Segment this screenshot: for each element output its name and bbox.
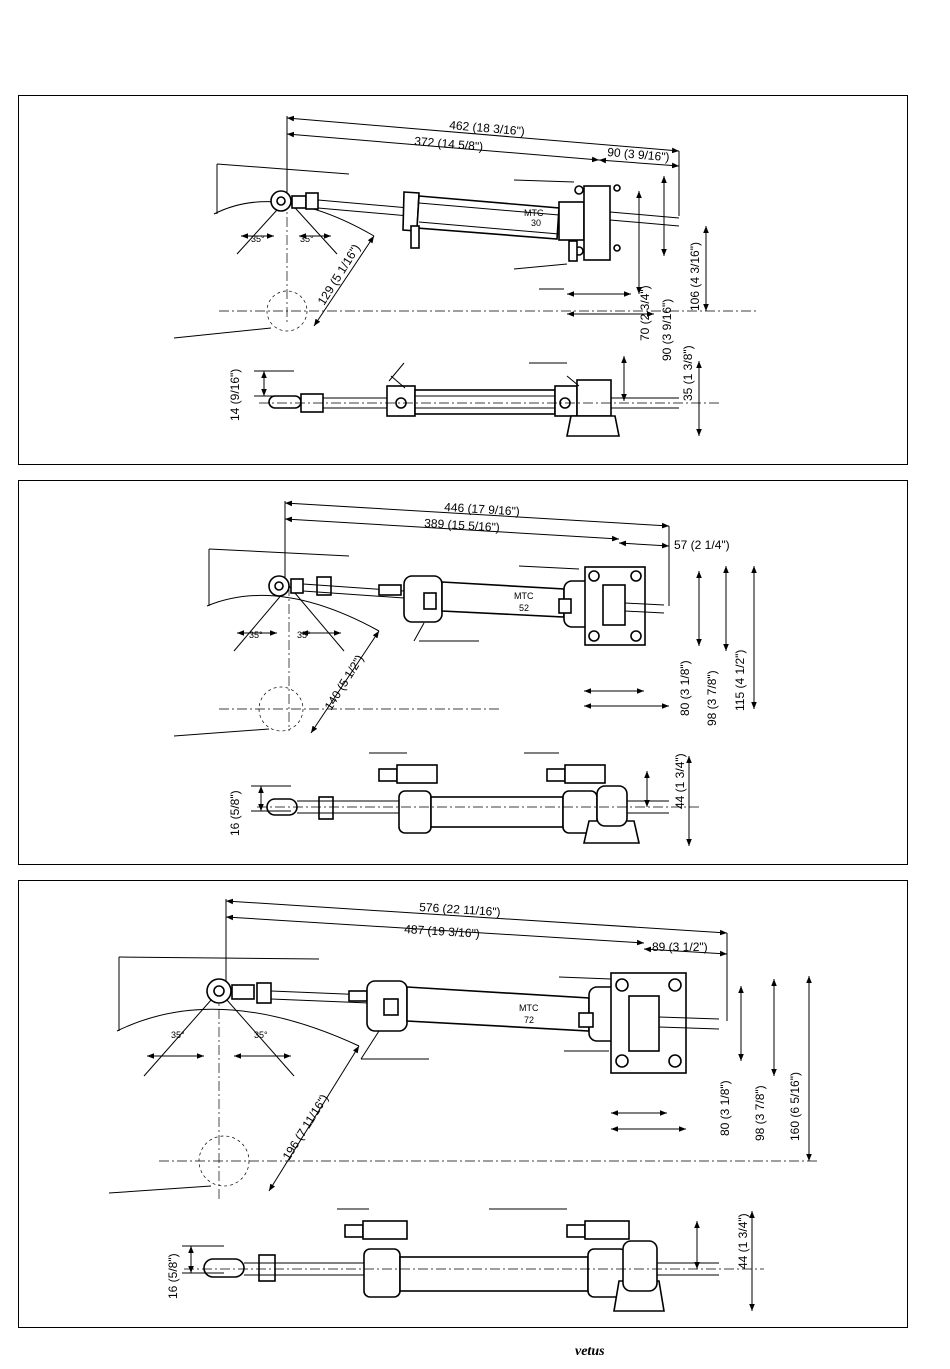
side-eye-label: 14 (9/16") <box>228 369 242 421</box>
side-height-label: 44 (1 3/4") <box>673 753 687 809</box>
drawing-panel-mtc52: 446 (17 9/16") 389 (15 5/16") 57 (2 1/4"… <box>18 480 908 865</box>
dim-bracket: 90 (3 9/16") <box>598 145 680 169</box>
bracket-label: 90 (3 9/16") <box>607 145 670 164</box>
side-height-label: 44 (1 3/4") <box>736 1213 750 1269</box>
angle-left-label: 35° <box>249 630 263 640</box>
model-size-label: 72 <box>524 1015 534 1025</box>
dim-bracket: 57 (2 1/4") <box>618 538 730 552</box>
vetus-logo: vetus <box>575 1344 605 1358</box>
v-height-3-label: 160 (6 5/16") <box>788 1072 802 1141</box>
model-label: MTC <box>524 208 544 218</box>
angle-right-label: 35° <box>297 630 311 640</box>
v-height-2-label: 70 (2 3/4") <box>638 285 652 341</box>
radius-label: 140 (5 1/2") <box>322 652 367 712</box>
radius-label: 196 (7 11/16") <box>280 1092 331 1163</box>
cylinder-side-view <box>203 1220 719 1312</box>
length-label: 487 (19 3/16") <box>404 922 480 941</box>
cylinder-top-view: MTC 30 <box>270 184 680 262</box>
angle-right-label: 35° <box>300 234 314 244</box>
cylinder-side-view <box>268 375 679 437</box>
v-height-1-label: 106 (4 3/16") <box>688 242 702 311</box>
drawing-panel-mtc72: 576 (22 11/16") 487 (19 3/16") 89 (3 1/2… <box>18 880 908 1328</box>
model-size-label: 30 <box>531 218 541 228</box>
cylinder-top-view: MTC 72 <box>206 972 720 1074</box>
bracket-label: 57 (2 1/4") <box>674 538 730 552</box>
dim-bracket: 89 (3 1/2") <box>643 940 728 957</box>
side-height-label: 35 (1 3/8") <box>681 345 695 401</box>
length-label: 389 (15 5/16") <box>424 516 500 534</box>
side-eye-label: 16 (5/8") <box>166 1253 180 1299</box>
cylinder-top-view: MTC 52 <box>268 566 665 646</box>
v-height-3-label: 90 (3 9/16") <box>660 299 674 361</box>
drawing-panel-mtc30: 462 (18 3/16") 372 (14 5/8") 90 (3 9/16"… <box>18 95 908 465</box>
mtc30-drawing: 462 (18 3/16") 372 (14 5/8") 90 (3 9/16"… <box>173 115 759 437</box>
dim-length: 372 (14 5/8") <box>286 131 600 163</box>
angle-left-label: 35° <box>251 234 265 244</box>
dim-length: 389 (15 5/16") <box>284 516 620 542</box>
angle-left-label: 35° <box>171 1030 185 1040</box>
angle-right-label: 35° <box>254 1030 268 1040</box>
v-height-2-label: 98 (3 7/8") <box>753 1085 767 1141</box>
v-height-1-label: 80 (3 1/8") <box>718 1080 732 1136</box>
v-height-1-label: 80 (3 1/8") <box>678 660 692 716</box>
overall-length-label: 576 (22 11/16") <box>419 900 501 919</box>
model-label: MTC <box>519 1003 539 1013</box>
v-height-2-label: 98 (3 7/8") <box>705 670 719 726</box>
mtc52-drawing: 446 (17 9/16") 389 (15 5/16") 57 (2 1/4"… <box>173 500 757 846</box>
model-label: MTC <box>514 591 534 601</box>
bracket-label: 89 (3 1/2") <box>652 940 708 954</box>
overall-length-label: 446 (17 9/16") <box>444 500 520 518</box>
cylinder-side-view <box>266 764 669 844</box>
v-height-3-label: 115 (4 1/2") <box>733 650 747 711</box>
logo-text: vetus <box>575 1344 605 1358</box>
model-size-label: 52 <box>519 603 529 613</box>
side-eye-label: 16 (5/8") <box>228 790 242 836</box>
length-label: 372 (14 5/8") <box>414 134 484 154</box>
radius-label: 129 (5 1/16") <box>315 242 363 308</box>
dim-length: 487 (19 3/16") <box>225 914 645 946</box>
mtc72-drawing: 576 (22 11/16") 487 (19 3/16") 89 (3 1/2… <box>108 898 819 1312</box>
